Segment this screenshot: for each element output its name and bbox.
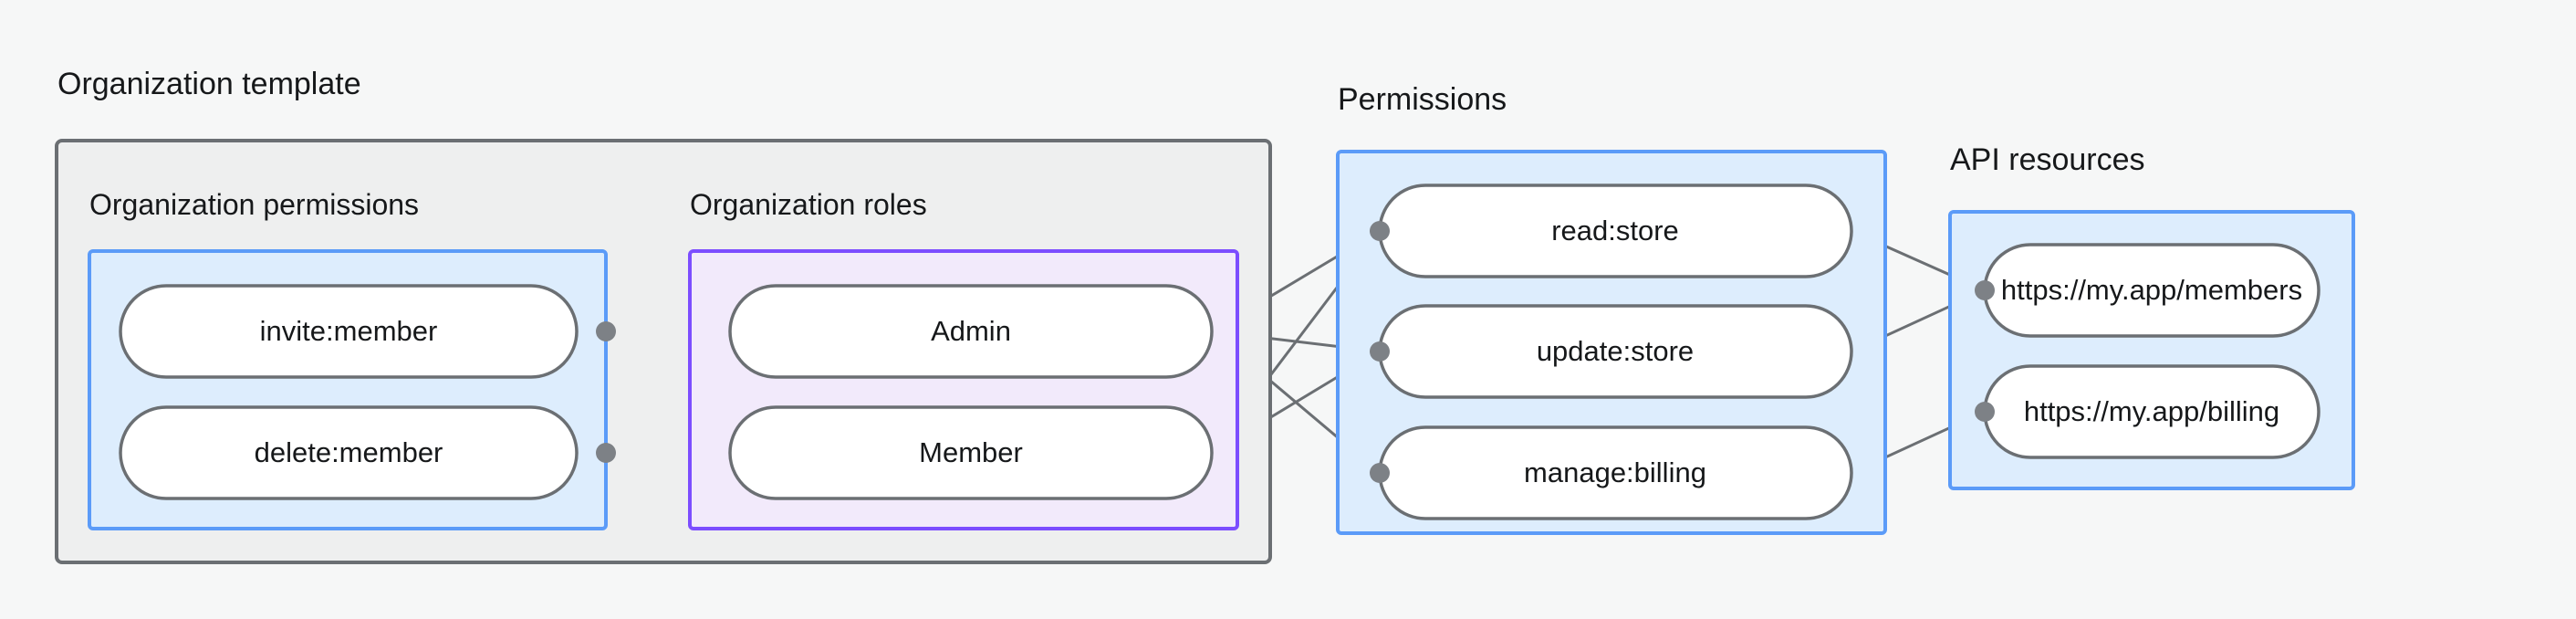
node-read-store-label: read:store bbox=[1551, 215, 1679, 247]
port-billing-url-in bbox=[1975, 402, 1995, 422]
node-billing-url[interactable]: https://my.app/billing bbox=[1983, 364, 2320, 459]
node-delete-member[interactable]: delete:member bbox=[119, 405, 579, 500]
node-invite-member-shape[interactable] bbox=[119, 284, 579, 379]
group-title-api-resources: API resources bbox=[1950, 142, 2145, 177]
node-update-store-label: update:store bbox=[1537, 335, 1694, 367]
port-manage-billing-in bbox=[1370, 463, 1390, 483]
node-member-shape[interactable] bbox=[728, 405, 1214, 500]
node-delete-member-shape[interactable] bbox=[119, 405, 579, 500]
node-invite-member-label: invite:member bbox=[260, 315, 438, 347]
node-members-url-label: https://my.app/members bbox=[2001, 274, 2302, 306]
node-manage-billing-label: manage:billing bbox=[1524, 456, 1706, 488]
node-billing-url-label: https://my.app/billing bbox=[2024, 395, 2279, 427]
port-members-url-in bbox=[1975, 280, 1995, 300]
node-read-store[interactable]: read:store bbox=[1378, 184, 1853, 278]
node-update-store[interactable]: update:store bbox=[1378, 304, 1853, 399]
node-manage-billing[interactable]: manage:billing bbox=[1378, 425, 1853, 520]
node-members-url[interactable]: https://my.app/members bbox=[1983, 243, 2320, 338]
group-title-organization-roles: Organization roles bbox=[690, 188, 927, 221]
group-title-permissions: Permissions bbox=[1338, 82, 1507, 117]
node-admin-label: Admin bbox=[931, 315, 1011, 347]
node-delete-member-label: delete:member bbox=[255, 436, 443, 468]
node-member-label: Member bbox=[919, 436, 1023, 468]
group-title-organization-permissions: Organization permissions bbox=[89, 188, 419, 221]
port-delete-member-out bbox=[596, 443, 616, 463]
port-layer bbox=[596, 221, 1995, 483]
port-update-store-in bbox=[1370, 341, 1390, 362]
node-member[interactable]: Member bbox=[728, 405, 1214, 500]
node-admin-shape[interactable] bbox=[728, 284, 1214, 379]
port-invite-member-out bbox=[596, 321, 616, 341]
node-admin[interactable]: Admin bbox=[728, 284, 1214, 379]
group-title-organization-template: Organization template bbox=[57, 67, 361, 101]
node-invite-member[interactable]: invite:member bbox=[119, 284, 579, 379]
port-read-store-in bbox=[1370, 221, 1390, 241]
